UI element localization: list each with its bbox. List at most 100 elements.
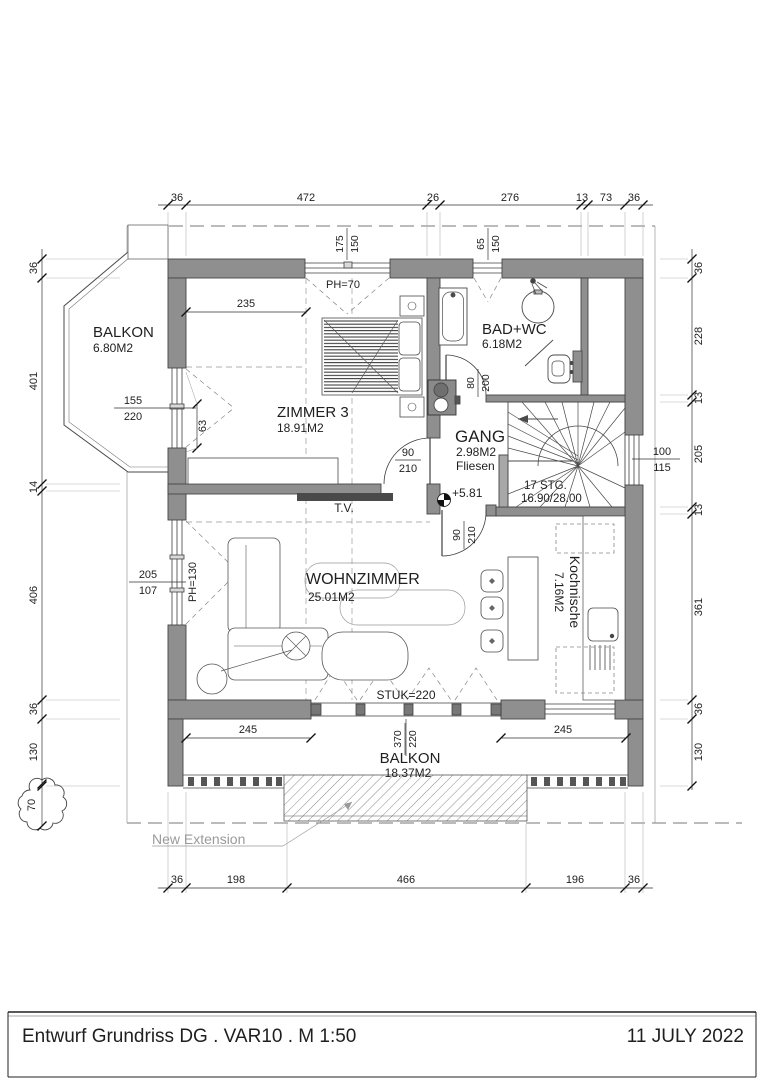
win-left-zimmer-w: 155 <box>124 395 142 407</box>
room-kochnische-area: 7.16M2 <box>552 572 566 612</box>
level-value: +5.81 <box>452 486 483 500</box>
stairs-count: 17 STG. <box>524 480 567 492</box>
dimension-chains <box>36 199 698 894</box>
win-left-zimmer-h: 220 <box>124 411 142 423</box>
dim-top-2: 26 <box>427 192 439 204</box>
room-balkon-west-area: 6.80M2 <box>93 341 133 355</box>
door-bad-h: 200 <box>480 374 492 392</box>
dim-235: 235 <box>237 298 255 310</box>
chaise <box>321 631 409 681</box>
living-furniture <box>196 493 466 695</box>
dim-left-4: 36 <box>28 703 40 715</box>
balcony-south <box>152 774 628 847</box>
dim-bottom-2: 466 <box>397 874 415 886</box>
dimension-labels: 36 472 26 276 13 73 36 36 198 466 196 36… <box>26 192 705 886</box>
tv-label: T.V. <box>334 501 354 515</box>
room-zimmer3-area: 18.91M2 <box>277 421 324 435</box>
dim-bottom-3: 196 <box>566 874 584 886</box>
room-bad: BAD+WC <box>482 321 547 338</box>
win-right-h: 115 <box>653 462 671 474</box>
dim-left-1: 401 <box>28 372 40 390</box>
ph70-label: PH=70 <box>326 279 360 291</box>
win-top-bad-h: 150 <box>490 235 502 253</box>
room-gang-floor: Fliesen <box>456 459 495 473</box>
dim-right-1: 228 <box>693 327 705 345</box>
room-kochnische: Kochnische <box>567 556 583 629</box>
win-right-w: 100 <box>653 446 671 458</box>
dim-right-4: 13 <box>693 504 705 516</box>
drawing-date: 11 JULY 2022 <box>627 1026 744 1047</box>
revision-cloud <box>17 777 68 832</box>
dim-bottom-0: 36 <box>171 874 183 886</box>
dim-left-0: 36 <box>28 262 40 274</box>
sofa <box>227 537 281 634</box>
door-balkon-w: 370 <box>392 730 404 748</box>
railing-balusters <box>188 777 626 786</box>
room-balkon-west: BALKON <box>93 324 154 341</box>
tv-board <box>297 493 393 501</box>
stairs-rise-run: 16.90/28.00 <box>521 493 582 505</box>
door-balkon-h: 220 <box>407 730 419 748</box>
level-marker-icon <box>437 493 451 507</box>
win-top-zimmer-h: 150 <box>349 235 361 253</box>
dim-63: 63 <box>197 420 209 432</box>
room-wohnzimmer: WOHNZIMMER <box>306 571 420 588</box>
door-zimmer-w: 90 <box>402 447 414 459</box>
dim-top-1: 472 <box>297 192 315 204</box>
room-zimmer3: ZIMMER 3 <box>277 404 349 421</box>
door-wohn-w: 90 <box>451 529 463 541</box>
kitchen <box>480 515 626 701</box>
new-extension-label: New Extension <box>152 831 245 847</box>
win-top-bad-w: 65 <box>475 238 487 250</box>
room-gang: GANG <box>455 427 505 446</box>
new-extension-hatch <box>283 774 528 822</box>
balcony-west <box>63 224 169 473</box>
win-left-wohn-h: 107 <box>139 585 157 597</box>
win-top-zimmer-w: 175 <box>334 235 346 253</box>
room-bad-area: 6.18M2 <box>482 337 522 351</box>
bedroom-furniture <box>187 295 425 485</box>
stuk-label: STUK=220 <box>376 688 435 702</box>
door-zimmer-h: 210 <box>399 463 417 475</box>
door-bad-w: 80 <box>465 377 477 389</box>
kitchen-sink <box>587 607 619 642</box>
kitchen-island <box>507 556 539 661</box>
dim-cloud-70: 70 <box>26 799 38 811</box>
title-block: Entwurf Grundriss DG . VAR10 . M 1:50 11… <box>7 1011 757 1078</box>
washing-machine <box>427 379 461 416</box>
room-balkon-sued: BALKON <box>380 750 441 767</box>
ph130-label: PH=130 <box>187 562 199 602</box>
windows <box>169 261 640 717</box>
dim-top-3: 276 <box>501 192 519 204</box>
bath-fixtures <box>427 278 583 416</box>
door-wohn-h: 210 <box>466 526 478 544</box>
dim-top-5: 73 <box>600 192 612 204</box>
dim-left-3: 406 <box>28 586 40 604</box>
room-balkon-sued-area: 18.37M2 <box>385 766 432 780</box>
dim-right-0: 36 <box>693 262 705 274</box>
dim-left-5: 130 <box>28 743 40 761</box>
dim-right-2: 13 <box>693 392 705 404</box>
dim-right-3: 205 <box>693 445 705 463</box>
washbasin <box>521 290 555 324</box>
room-labels: BALKON 6.80M2 ZIMMER 3 18.91M2 BAD+WC 6.… <box>93 279 583 847</box>
dim-245-right: 245 <box>554 724 572 736</box>
dim-top-6: 36 <box>628 192 640 204</box>
dim-right-5: 361 <box>693 598 705 616</box>
dim-top-4: 13 <box>576 192 588 204</box>
stairs <box>507 401 626 508</box>
dim-right-6: 36 <box>693 703 705 715</box>
dim-left-2: 14 <box>28 481 40 493</box>
dim-245-left: 245 <box>239 724 257 736</box>
drawing-title: Entwurf Grundriss DG . VAR10 . M 1:50 <box>22 1026 356 1047</box>
dim-right-7: 130 <box>693 743 705 761</box>
doors <box>383 354 487 557</box>
room-wohnzimmer-area: 25.01M2 <box>308 590 355 604</box>
room-gang-area: 2.98M2 <box>456 445 496 459</box>
dim-bottom-1: 198 <box>227 874 245 886</box>
floor-lamp <box>196 663 228 695</box>
shower-head-icon <box>530 278 548 295</box>
